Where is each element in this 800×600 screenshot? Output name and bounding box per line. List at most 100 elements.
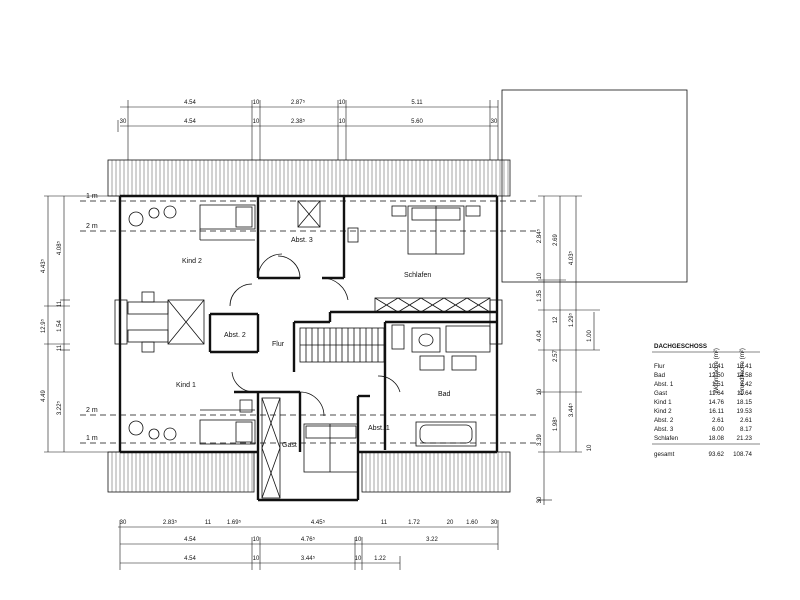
dim-top2-5: 10 (339, 119, 346, 125)
dim-bot-4: 1.69⁵ (227, 519, 242, 526)
dim-top2-4: 2.38⁵ (291, 118, 306, 125)
dim-right-c2: 1.29⁵ (568, 312, 575, 327)
dim-bot2-3: 4.76⁵ (301, 536, 316, 543)
table-cell-gf: 2.42 (740, 381, 753, 388)
roof-bottom-right (361, 451, 511, 493)
table-cell-wf: 1.51 (712, 381, 725, 388)
table-cell-name: Gast (654, 390, 667, 397)
room-gast: Gast (282, 442, 297, 449)
dim-bot-2: 2.83⁵ (163, 519, 178, 526)
room-kind1: Kind 1 (176, 382, 196, 389)
dim-right-a4: 4.04 (537, 330, 543, 342)
room-schlafen: Schlafen (404, 272, 431, 279)
table-cell-wf: 10.41 (709, 363, 725, 370)
dim-bot3-5: 1.22 (374, 556, 386, 562)
dim-leftin-2: 11 (57, 300, 63, 307)
dim-right-b2: 12 (553, 316, 559, 323)
dim-bot-1: 30 (120, 520, 127, 526)
dim-bot-8: 20 (447, 520, 454, 526)
dim-top2-3: 10 (253, 119, 260, 125)
dim-right-a2: 10 (537, 272, 543, 279)
dim-right-b3: 2.57 (553, 350, 559, 362)
dim-bot3-2: 10 (253, 556, 260, 562)
dim-top-3: 2.87⁵ (291, 99, 306, 106)
table-cell-gf: 14.58 (737, 372, 753, 379)
room-kind2: Kind 2 (182, 258, 202, 265)
dim-right-c1: 4.03⁵ (568, 250, 575, 265)
table-cell-wf: 2.61 (712, 417, 725, 424)
adjacent-outline (501, 89, 688, 283)
dim-top2-1: 30 (120, 119, 127, 125)
room-flur: Flur (272, 341, 285, 348)
table-cell-gf: 19.53 (737, 408, 753, 415)
dim-top-4: 10 (339, 100, 346, 106)
dim-bot-9: 1.60 (466, 520, 478, 526)
table-total-label: gesamt (654, 451, 675, 458)
marker-2m-bottom: 2 m (86, 407, 98, 414)
table-cell-gf: 11.64 (737, 390, 753, 397)
exterior-walls (114, 194, 503, 502)
dim-bot-10: 30 (491, 520, 498, 526)
dim-right-c3: 3.44⁵ (568, 402, 575, 417)
table-col2: Grundfläche (m²) (739, 348, 746, 395)
dim-right-b4: 1.98⁵ (552, 416, 559, 431)
room-abst1: Abst. 1 (368, 425, 390, 432)
staircase (299, 327, 385, 363)
table-cell-wf: 12.50 (709, 372, 725, 379)
roof-top (107, 159, 511, 197)
dim-leftin-1: 4.08⁵ (56, 240, 63, 255)
dim-bot3-3: 3.44⁵ (301, 555, 316, 562)
dim-bot-3: 11 (205, 520, 212, 526)
dim-bot-5: 4.45⁵ (311, 519, 326, 526)
bottom-dimensions: 30 2.83⁵ 11 1.69⁵ 4.45⁵ 11 1.72 20 1.60 … (118, 519, 499, 570)
room-abst3: Abst. 3 (291, 237, 313, 244)
table-cell-wf: 11.64 (709, 390, 725, 397)
room-bad: Bad (438, 391, 451, 398)
dim-right-d3: 30 (537, 496, 543, 503)
table-cell-name: Kind 2 (654, 408, 672, 415)
table-cell-wf: 16.11 (709, 408, 725, 415)
dim-left-3: 4.49 (41, 390, 47, 402)
table-cell-gf: 10.41 (737, 363, 753, 370)
table-cell-gf: 2.61 (740, 417, 753, 424)
top-dimensions: 4.54 10 2.87⁵ 10 5.11 30 4.54 10 2.38⁵ 1… (117, 99, 499, 160)
dim-top-5: 5.11 (411, 100, 423, 106)
marker-1m-bottom: 1 m (86, 435, 98, 442)
table-cell-name: Flur (654, 363, 665, 370)
roof-bottom-left (107, 451, 255, 493)
table-col1: Wohnfläche (m²) (713, 348, 720, 394)
table-cell-name: Kind 1 (654, 399, 672, 406)
table-cell-name: Abst. 3 (654, 426, 674, 433)
furniture (127, 200, 491, 499)
dim-leftin-3: 1.54 (57, 320, 63, 332)
left-dimensions: 4.43⁵ 12.9⁵ 4.49 4.08⁵ 11 1.54 11 3.22⁵ (40, 195, 120, 453)
dim-right-a5: 10 (537, 388, 543, 395)
dim-left-2: 12.9⁵ (40, 318, 47, 333)
room-abst2: Abst. 2 (224, 332, 246, 339)
dim-bot2-1: 4.54 (184, 537, 196, 543)
marker-2m-top: 2 m (86, 223, 98, 230)
table-title: DACHGESCHOSS (654, 343, 707, 350)
dim-top2-6: 5.60 (411, 119, 423, 125)
table-cell-gf: 18.15 (737, 399, 753, 406)
dim-bot-7: 1.72 (408, 520, 420, 526)
table-cell-gf: 8.17 (740, 426, 753, 433)
height-markers: 1 m 2 m 2 m 1 m (80, 193, 540, 444)
table-cell-name: Bad (654, 372, 666, 379)
dim-left-1: 4.43⁵ (40, 258, 47, 273)
right-dimensions: 2.84⁵ 10 1.35 4.04 10 3.39 2.69 12 2.57 … (536, 195, 600, 505)
dim-right-a1: 2.84⁵ (536, 228, 543, 243)
table-total-gf: 108.74 (733, 451, 752, 458)
table-cell-wf: 6.00 (712, 426, 725, 433)
room-labels: Kind 2 Abst. 3 Schlafen Abst. 2 Flur Kin… (176, 237, 451, 449)
table-total-wf: 93.62 (709, 451, 725, 458)
dim-leftin-5: 3.22⁵ (56, 400, 63, 415)
dim-right-a3: 1.35 (537, 290, 543, 302)
marker-1m-top: 1 m (86, 193, 98, 200)
dim-bot3-1: 4.54 (184, 556, 196, 562)
dim-bot-6: 11 (381, 520, 388, 526)
dim-leftin-4: 11 (57, 344, 63, 351)
dim-right-b1: 2.69 (553, 234, 559, 246)
table-cell-gf: 21.23 (737, 435, 753, 442)
